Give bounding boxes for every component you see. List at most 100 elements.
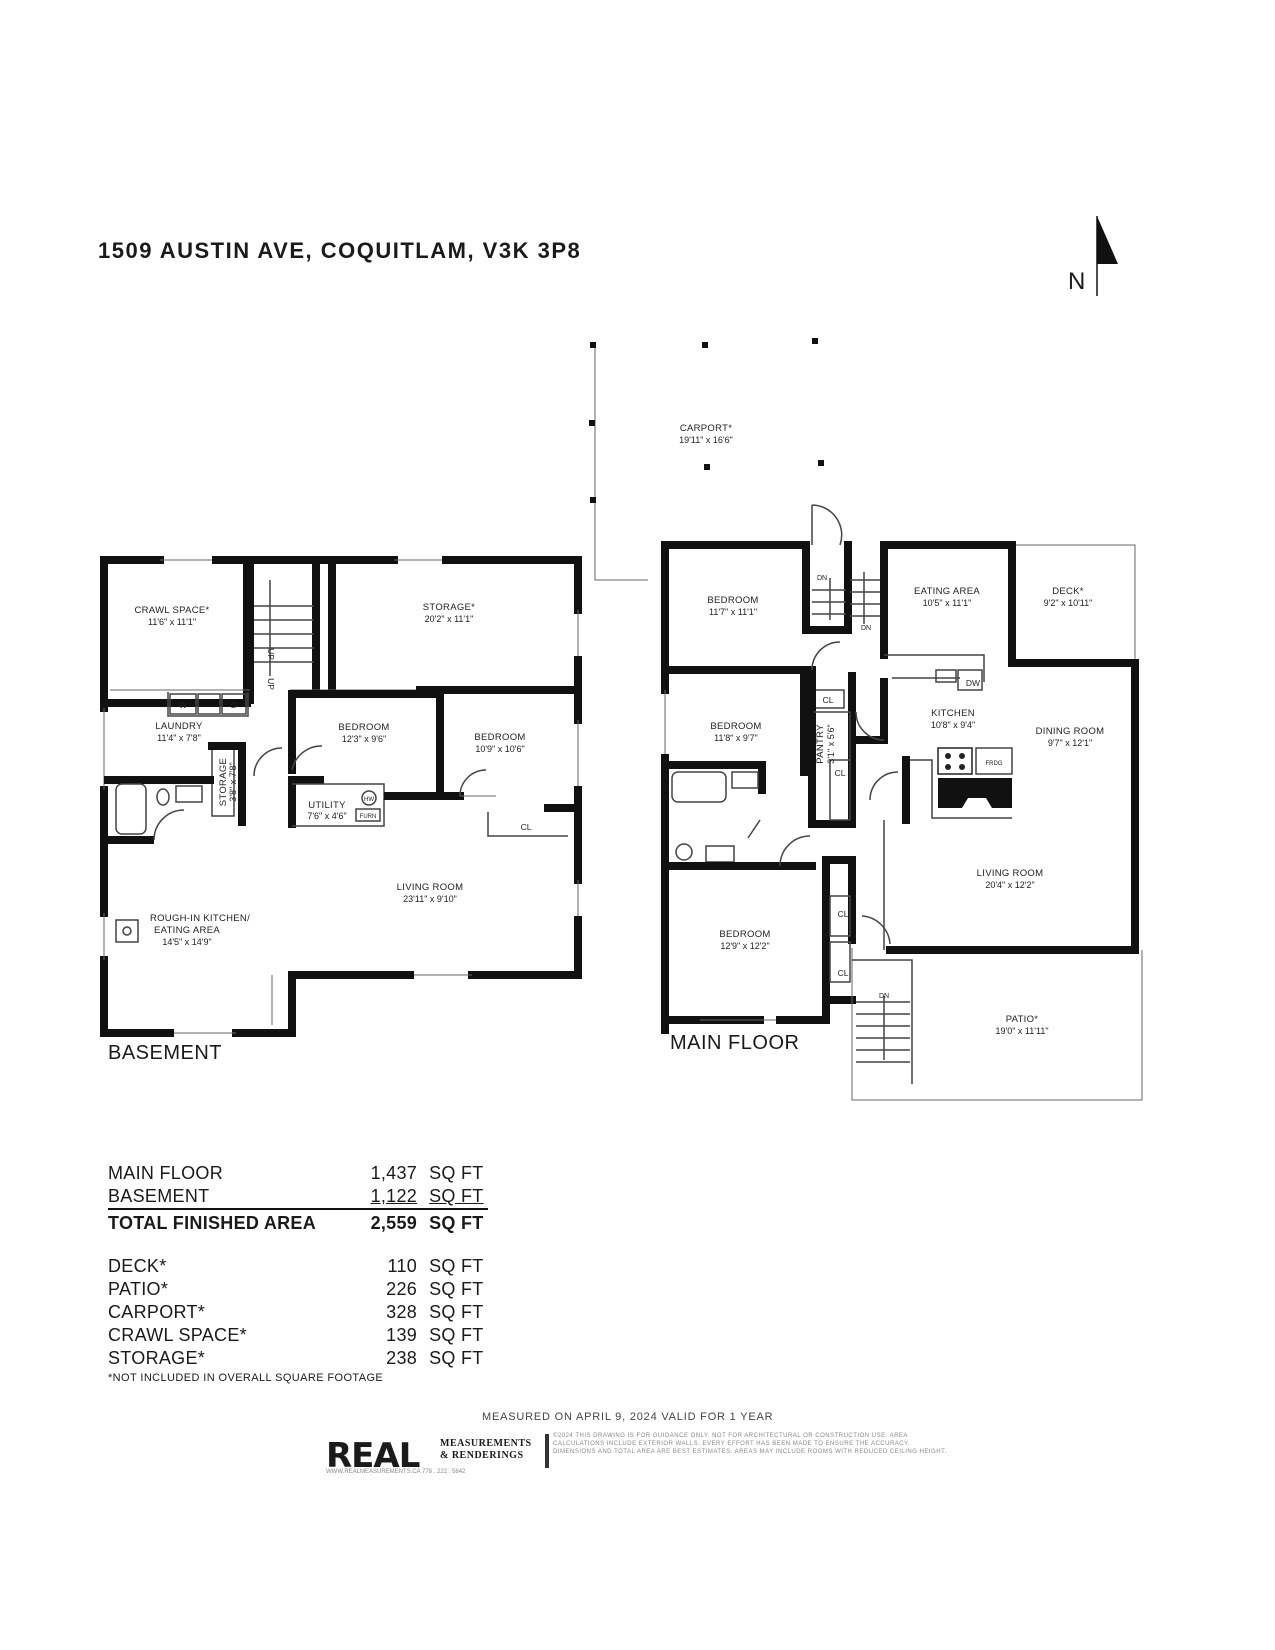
main-deck-name: DECK* bbox=[1052, 586, 1084, 597]
area-unit: SQ FT bbox=[429, 1163, 484, 1183]
dryer-label: D bbox=[231, 700, 237, 710]
area-unit: SQ FT bbox=[429, 1348, 484, 1368]
area-row-carport: CARPORT* 328 SQ FT bbox=[108, 1301, 488, 1324]
area-label: STORAGE* bbox=[108, 1348, 206, 1368]
dishwasher-label: DW bbox=[966, 678, 980, 688]
main-bedroom-2-dim: 11'8" x 9'7" bbox=[714, 733, 758, 743]
area-total-label: TOTAL FINISHED AREA bbox=[108, 1213, 317, 1233]
basement-storage-small-name: STORAGE bbox=[218, 758, 229, 806]
area-value: 1,437 bbox=[370, 1163, 418, 1183]
area-total-value: 2,559 bbox=[370, 1213, 418, 1233]
area-unit: SQ FT bbox=[429, 1325, 484, 1345]
disclaimer-text: ©2024 THIS DRAWING IS FOR GUIDANCE ONLY.… bbox=[553, 1433, 947, 1455]
furnace-label: FURN bbox=[360, 814, 377, 820]
stair-up-label-1: UP bbox=[266, 648, 276, 660]
basement-utility-name: UTILITY bbox=[308, 800, 346, 811]
main-closet-4-label: CL bbox=[838, 968, 849, 978]
main-carport-name: CARPORT* bbox=[680, 423, 732, 434]
main-eating-area-dim: 10'5" x 11'1" bbox=[923, 598, 972, 608]
north-label: N bbox=[1068, 268, 1086, 295]
main-pantry-name: PANTRY bbox=[815, 724, 826, 764]
basement-laundry-name: LAUNDRY bbox=[155, 721, 203, 732]
area-value: 238 bbox=[386, 1348, 418, 1368]
area-summary-table: MAIN FLOOR 1,437 SQ FT BASEMENT 1,122 SQ… bbox=[108, 1162, 488, 1384]
area-row-storage: STORAGE* 238 SQ FT bbox=[108, 1347, 488, 1370]
area-unit: SQ FT bbox=[429, 1279, 484, 1299]
main-closet-2-label: CL bbox=[835, 768, 846, 778]
main-bedroom-3-dim: 12'9" x 12'2" bbox=[720, 941, 769, 951]
basement-crawl-space-name: CRAWL SPACE* bbox=[134, 605, 209, 616]
measured-date: MEASURED ON APRIL 9, 2024 VALID FOR 1 YE… bbox=[482, 1411, 774, 1423]
main-living-room-name: LIVING ROOM bbox=[977, 868, 1044, 879]
basement-bedroom-1-name: BEDROOM bbox=[338, 722, 389, 733]
stair-up-label-2: UP bbox=[266, 678, 276, 690]
main-kitchen-dim: 10'8" x 9'4" bbox=[931, 720, 975, 730]
main-dining-room-dim: 9'7" x 12'1" bbox=[1048, 738, 1092, 748]
area-row-total: TOTAL FINISHED AREA 2,559 SQ FT bbox=[108, 1208, 488, 1235]
area-label: BASEMENT bbox=[108, 1186, 210, 1206]
company-name-line-1: MEASUREMENTS bbox=[440, 1438, 532, 1449]
basement-label: BASEMENT bbox=[108, 1042, 223, 1064]
area-label: DECK* bbox=[108, 1256, 167, 1276]
basement-plan bbox=[100, 556, 582, 1037]
area-row-main-floor: MAIN FLOOR 1,437 SQ FT bbox=[108, 1162, 488, 1185]
area-value: 110 bbox=[387, 1256, 418, 1276]
area-label: PATIO* bbox=[108, 1279, 169, 1299]
basement-storage-small-dim: 3'8" x 7'8" bbox=[228, 762, 238, 801]
main-floor-label: MAIN FLOOR bbox=[670, 1032, 800, 1054]
main-closet-3-label: CL bbox=[838, 909, 849, 919]
main-kitchen-name: KITCHEN bbox=[931, 708, 975, 719]
main-bedroom-2-name: BEDROOM bbox=[710, 721, 761, 732]
company-name-line-2: & RENDERINGS bbox=[440, 1450, 524, 1461]
washer-label: W bbox=[179, 700, 187, 710]
main-floor-plan bbox=[589, 338, 1143, 1101]
area-value: 328 bbox=[386, 1302, 418, 1322]
area-row-crawl-space: CRAWL SPACE* 139 SQ FT bbox=[108, 1324, 488, 1347]
stair-down-label-2: DN bbox=[861, 625, 871, 632]
basement-closet-label: CL bbox=[521, 822, 532, 832]
area-value: 1,122 bbox=[370, 1186, 418, 1206]
basement-crawl-space-dim: 11'6" x 11'1" bbox=[148, 617, 196, 627]
area-value: 226 bbox=[386, 1279, 418, 1299]
area-label: MAIN FLOOR bbox=[108, 1163, 224, 1183]
area-unit: SQ FT bbox=[429, 1256, 484, 1276]
basement-utility-dim: 7'6" x 4'6" bbox=[307, 811, 346, 821]
basement-laundry-dim: 11'4" x 7'8" bbox=[157, 733, 201, 743]
basement-bedroom-2-dim: 10'9" x 10'6" bbox=[475, 744, 524, 754]
basement-kitchen-dim: 14'5" x 14'9" bbox=[162, 937, 211, 947]
basement-living-room-dim: 23'11" x 9'10" bbox=[403, 894, 457, 904]
stair-down-label-3: DN bbox=[879, 993, 889, 1000]
main-carport-dim: 19'11" x 16'6" bbox=[679, 435, 733, 445]
basement-bedroom-1-dim: 12'3" x 9'6" bbox=[342, 734, 386, 744]
main-bedroom-1-name: BEDROOM bbox=[707, 595, 758, 606]
main-bedroom-3-name: BEDROOM bbox=[719, 929, 770, 940]
area-value: 139 bbox=[386, 1325, 418, 1345]
main-bedroom-1-dim: 11'7" x 11'1" bbox=[709, 607, 757, 617]
north-arrow-icon bbox=[1066, 214, 1126, 309]
area-label: CARPORT* bbox=[108, 1302, 206, 1322]
main-patio-dim: 19'0" x 11'11" bbox=[995, 1026, 1048, 1036]
main-deck-dim: 9'2" x 10'11" bbox=[1044, 598, 1093, 608]
area-row-deck: DECK* 110 SQ FT bbox=[108, 1255, 488, 1278]
area-row-patio: PATIO* 226 SQ FT bbox=[108, 1278, 488, 1301]
property-address: 1509 AUSTIN AVE, COQUITLAM, V3K 3P8 bbox=[98, 238, 582, 263]
area-label: CRAWL SPACE* bbox=[108, 1325, 247, 1345]
basement-bedroom-2-name: BEDROOM bbox=[474, 732, 525, 743]
main-living-room-dim: 20'4" x 12'2" bbox=[985, 880, 1034, 890]
main-dining-room-name: DINING ROOM bbox=[1036, 726, 1105, 737]
area-unit: SQ FT bbox=[429, 1186, 484, 1206]
area-unit: SQ FT bbox=[429, 1302, 484, 1322]
fridge-label: FRDG bbox=[986, 761, 1003, 767]
area-footnote: *NOT INCLUDED IN OVERALL SQUARE FOOTAGE bbox=[108, 1372, 384, 1384]
company-contact: WWW.REALMEASUREMENTS.CA 778 . 222 . 5842 bbox=[326, 1469, 466, 1475]
hot-water-label: HW bbox=[364, 797, 374, 803]
area-total-unit: SQ FT bbox=[429, 1213, 484, 1233]
stair-down-label-1: DN bbox=[817, 575, 827, 582]
main-patio-name: PATIO* bbox=[1006, 1014, 1039, 1025]
basement-storage-name: STORAGE* bbox=[423, 602, 475, 613]
basement-storage-dim: 20'2" x 11'1" bbox=[425, 614, 474, 624]
company-name: MEASUREMENTS & RENDERINGS bbox=[440, 1438, 532, 1462]
basement-living-room-name: LIVING ROOM bbox=[397, 882, 464, 893]
main-eating-area-name: EATING AREA bbox=[914, 586, 980, 597]
